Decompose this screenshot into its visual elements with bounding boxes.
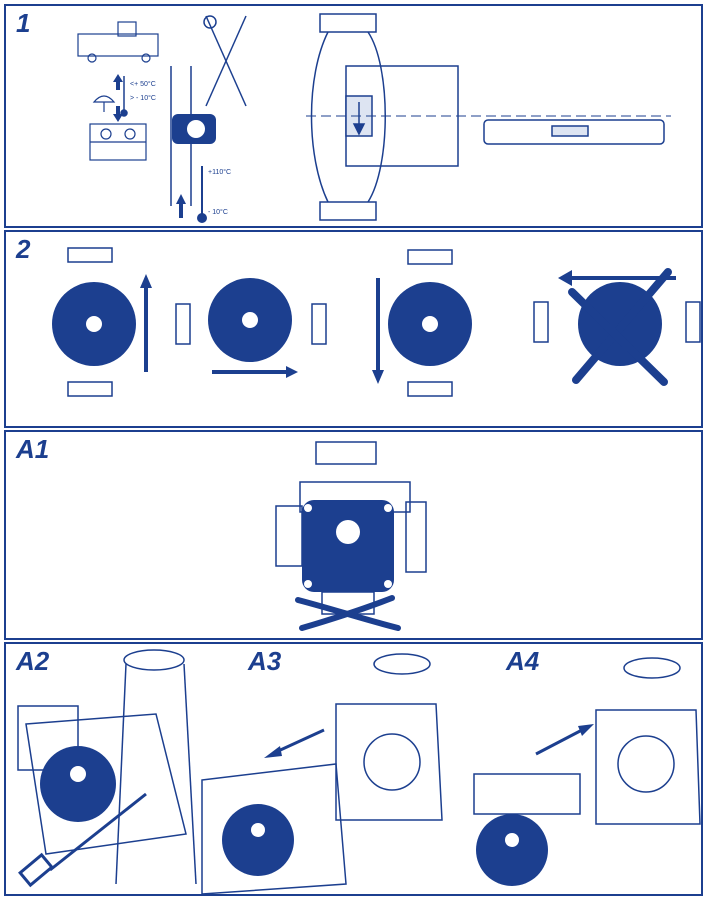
medium-max-temp: +110°C xyxy=(208,168,231,176)
panel-label: A1 xyxy=(16,434,50,464)
panel-a2-a4-motor-rotation: A2 A3 A4 xyxy=(4,642,703,896)
motor-head xyxy=(40,746,116,822)
panel-label: A3 xyxy=(248,646,282,676)
panel-label: 1 xyxy=(16,8,31,38)
ambient-max-temp: <+ 50°C xyxy=(130,80,156,88)
down-arrow-icon xyxy=(113,106,123,122)
motor-head xyxy=(476,814,548,886)
pump-on-pipe xyxy=(172,114,216,144)
allen-key-icon xyxy=(18,792,147,888)
up-arrow-icon xyxy=(113,74,123,90)
flow-down-arrow-icon xyxy=(372,278,384,384)
panel-1-installation-conditions: 1 <+ 50°C > - 10°C xyxy=(4,4,703,228)
cross-out-icon xyxy=(568,268,672,386)
pump-head xyxy=(302,500,394,592)
mounting-positions-diagram xyxy=(52,247,701,397)
panel-2-mounting-positions: 2 xyxy=(4,230,703,428)
position-horizontal-right xyxy=(175,278,327,362)
pump-front-diagram xyxy=(275,441,427,631)
shelf-pumps-icon xyxy=(89,123,147,161)
flow-up-arrow-icon xyxy=(140,274,152,372)
pump-side-view xyxy=(310,13,459,221)
pull-arrow-icon xyxy=(264,728,325,758)
panel-label: A4 xyxy=(506,646,540,676)
ambient-min-temp: > - 10°C xyxy=(130,94,156,102)
panel-a1-pump-front: A1 xyxy=(4,430,703,640)
position-vertical-up xyxy=(52,247,136,397)
panel-label: A2 xyxy=(16,646,50,676)
flow-right-arrow-icon xyxy=(212,366,298,378)
motor-rotation-diagram xyxy=(17,649,701,894)
vertical-pipe-installation xyxy=(170,15,247,206)
medium-min-temp: - 10°C xyxy=(208,208,228,216)
cross-out-icon xyxy=(295,595,401,631)
medium-thermometer-icon xyxy=(197,166,207,223)
pump-housing xyxy=(473,657,701,825)
spirit-level-icon xyxy=(483,119,665,145)
position-not-allowed xyxy=(533,270,701,366)
umbrella-icon xyxy=(92,95,116,112)
pump-housing xyxy=(201,653,443,894)
motor-head xyxy=(222,804,294,876)
push-arrow-icon xyxy=(535,724,594,756)
position-vertical-down xyxy=(388,249,472,397)
flow-up-arrow-icon xyxy=(176,194,186,218)
boxed-pump-icon xyxy=(77,21,159,63)
panel-label: 2 xyxy=(16,234,31,264)
installation-diagram: <+ 50°C > - 10°C xyxy=(77,13,671,223)
